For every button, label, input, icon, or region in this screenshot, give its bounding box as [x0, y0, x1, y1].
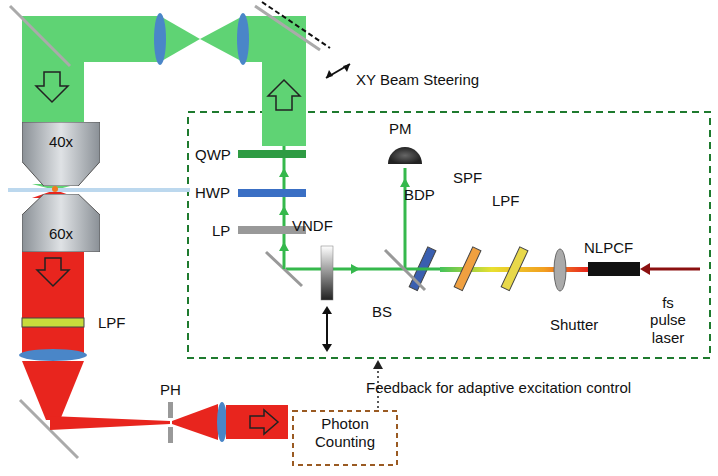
part-label: Shutter	[550, 316, 598, 333]
node-outline	[22, 194, 100, 252]
node-text: 40x	[22, 122, 100, 150]
part-label: HWP	[195, 184, 230, 201]
part-label: BDP	[404, 186, 435, 203]
part-label: PH	[160, 381, 181, 398]
part-label: PM	[389, 120, 412, 137]
part-label: fs pulse laser	[643, 294, 693, 346]
part-label: SPF	[453, 169, 482, 186]
objective-lens: 40x	[22, 122, 100, 186]
node-text: 60x	[22, 194, 100, 242]
objective-lens: 60x	[22, 194, 100, 252]
part-label: QWP	[195, 146, 231, 163]
part-label: LPF	[98, 314, 126, 331]
part-label: Feedback for adaptive excitation control	[366, 379, 631, 396]
detector-box: Photon Counting	[292, 410, 398, 466]
node-text: Photon Counting	[305, 410, 385, 450]
part-label: VNDF	[292, 217, 333, 234]
part-label: LP	[212, 222, 230, 239]
node-outline	[22, 122, 100, 186]
part-label: NLPCF	[584, 239, 633, 256]
part-label: LPF	[492, 192, 520, 209]
part-label: XY Beam Steering	[356, 71, 479, 88]
part-label: BS	[372, 303, 392, 320]
